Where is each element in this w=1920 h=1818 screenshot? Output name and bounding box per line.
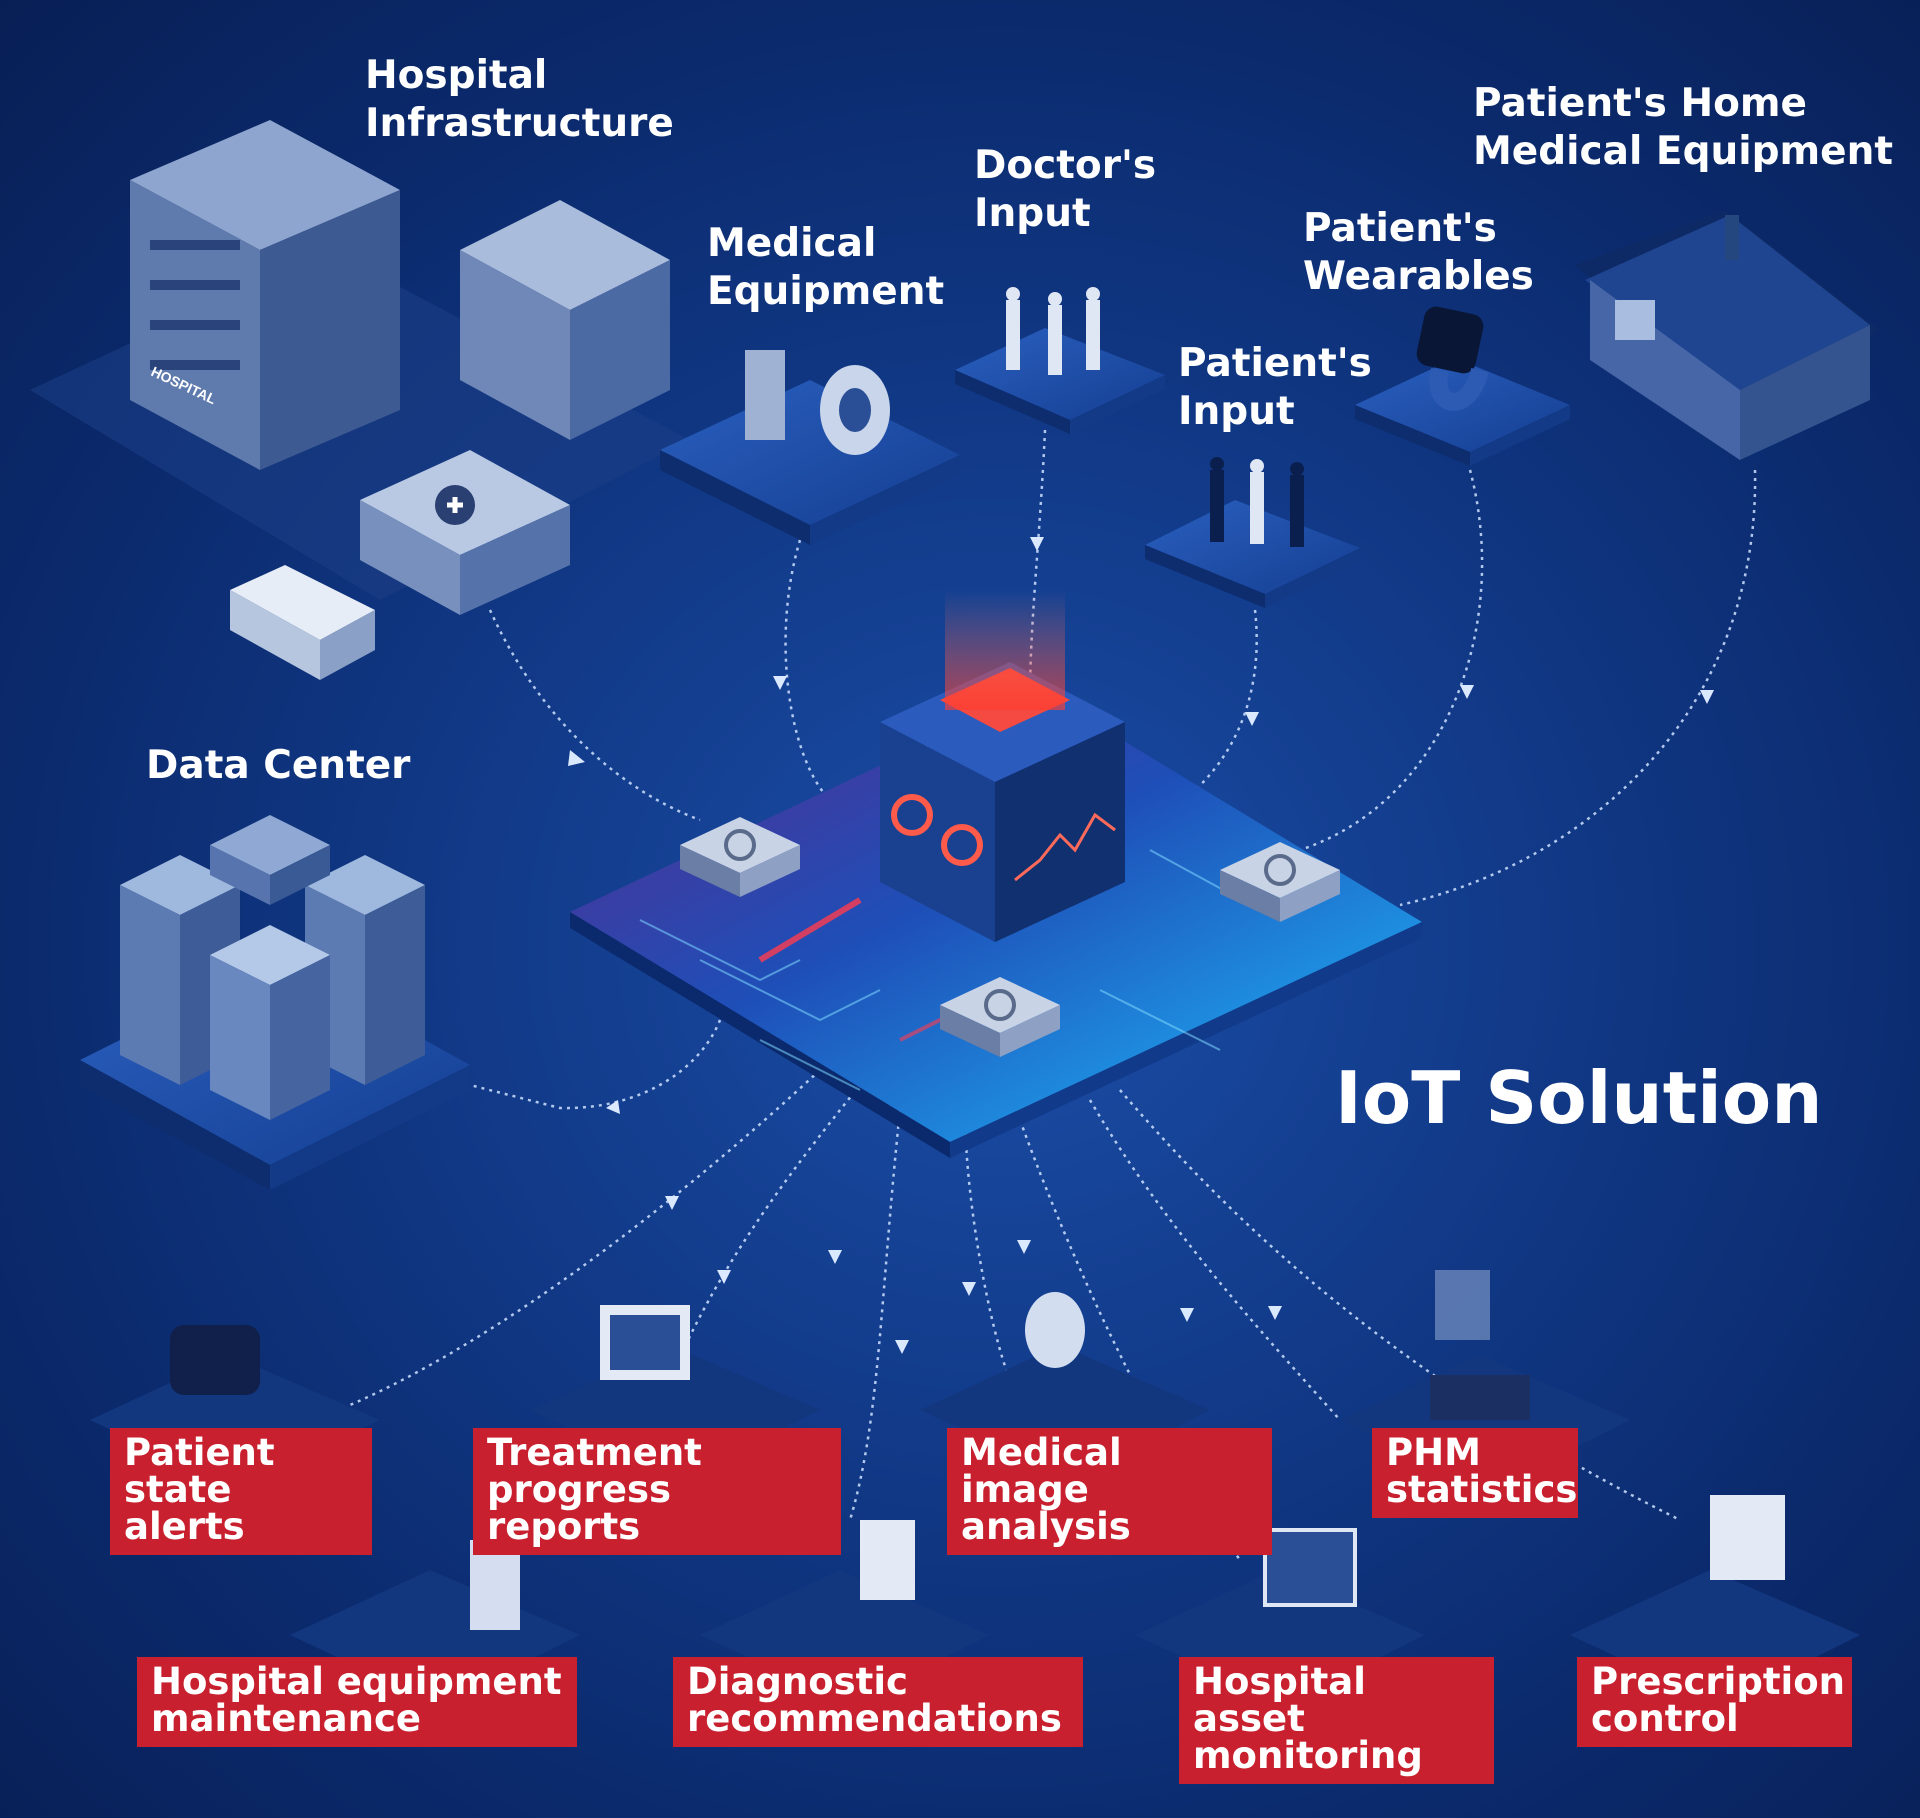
connector-diagnostic xyxy=(848,1109,902,1521)
patients-input-platform xyxy=(1145,457,1360,608)
connector-alerts xyxy=(349,1069,821,1407)
medical-equipment-platform xyxy=(660,350,960,545)
patients-home-illustration xyxy=(1575,210,1880,460)
connector-treatment xyxy=(668,1084,861,1381)
label-data-center: Data Center xyxy=(146,743,411,788)
smartwatch xyxy=(1416,306,1484,374)
connector-medical-equipment xyxy=(784,539,831,801)
data-center-illustration xyxy=(80,815,470,1190)
core-cube-right xyxy=(995,722,1125,942)
connector-image xyxy=(963,1109,1012,1381)
connector-wearables xyxy=(1299,469,1484,852)
gear-module-bottom xyxy=(940,977,1060,1057)
ambulance xyxy=(230,565,375,640)
core-cube-left xyxy=(880,722,995,942)
output-connectors xyxy=(349,1069,1681,1561)
connector-data-center xyxy=(469,1019,722,1110)
connector-asset xyxy=(1018,1119,1242,1561)
connector-hospital xyxy=(488,609,701,822)
iot-solution-title: IoT Solution xyxy=(1335,1056,1823,1140)
gear-module-right xyxy=(1220,842,1340,922)
doctors-input-platform xyxy=(955,287,1165,434)
iot-hub xyxy=(570,590,1422,1158)
connector-doctors-input xyxy=(1028,429,1047,701)
connector-prescription xyxy=(1119,1089,1681,1522)
connector-home xyxy=(1399,469,1757,907)
connector-arrowheads xyxy=(568,537,1714,1354)
wearables-platform xyxy=(1355,306,1570,466)
hospital-infrastructure-illustration xyxy=(30,120,690,680)
gear-module-left xyxy=(680,817,800,897)
connector-phm xyxy=(1088,1099,1341,1421)
output-device-illustrations xyxy=(170,1270,1785,1630)
